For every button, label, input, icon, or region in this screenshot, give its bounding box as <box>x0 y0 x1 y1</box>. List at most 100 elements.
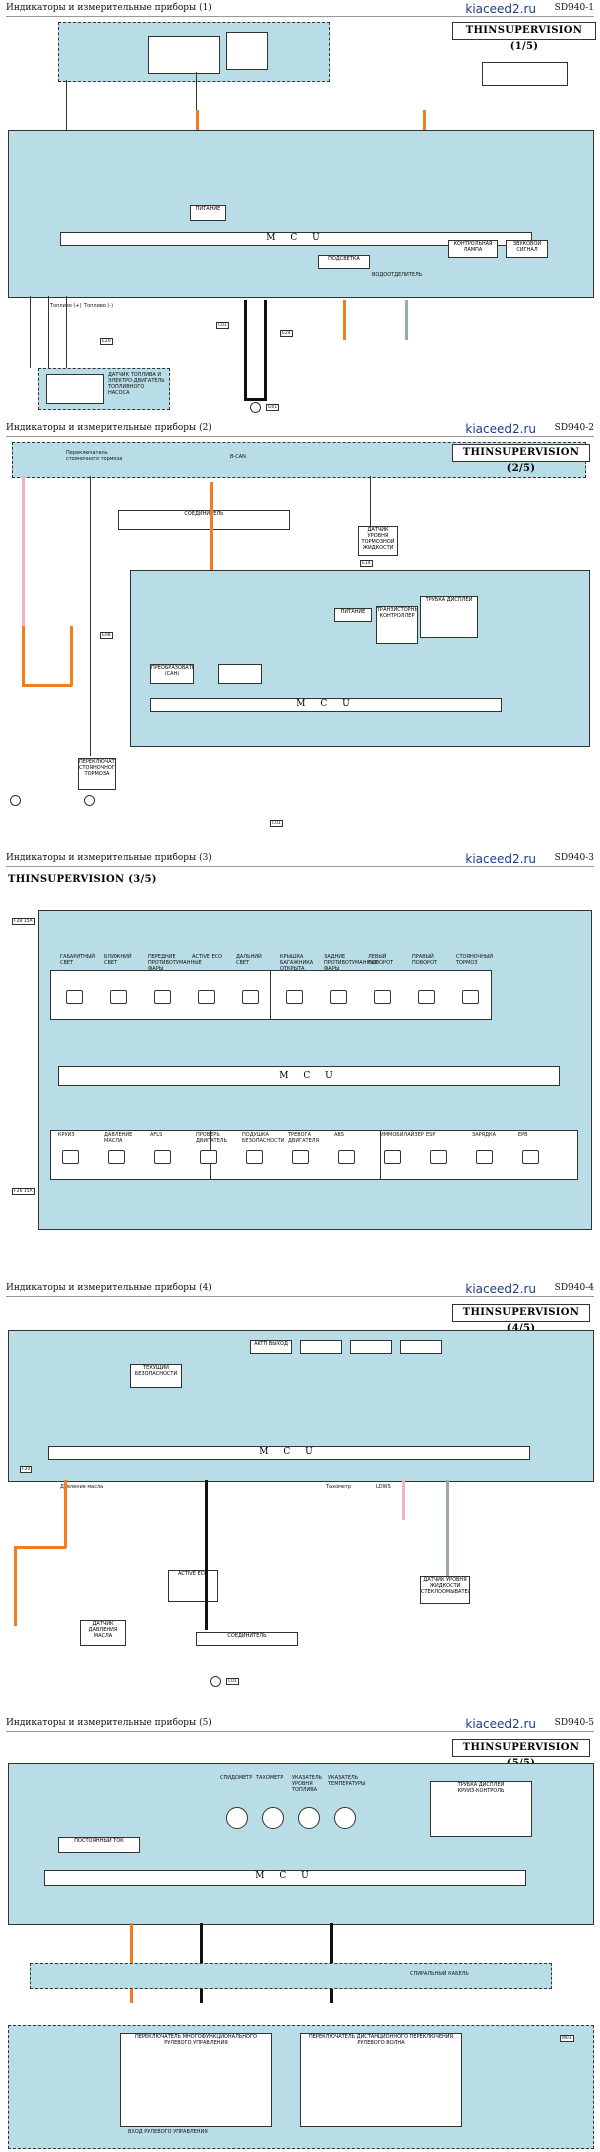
indicator-lamp <box>66 990 83 1004</box>
fuel-sender-box <box>46 374 104 404</box>
display-tube-label: ТРУБКА ДИСПЛЕЙ <box>457 1782 505 1788</box>
aktp-out-1: AKTП ВЫХОД <box>250 1340 292 1354</box>
aktp-out-2 <box>300 1340 342 1354</box>
sheet-4: Индикаторы и измерительные приборы (4) k… <box>0 1280 600 1710</box>
ref-e08: E08 <box>100 632 113 639</box>
sheet-code: SD940-4 <box>554 1283 594 1293</box>
connector-label: СОЕДИНИТЕЛЬ <box>184 511 224 517</box>
audio-box <box>482 62 568 86</box>
indicator-lamp <box>110 990 127 1004</box>
safety-label: ТЕКУЩИЙ БЕЗОПАСНОСТИ <box>134 1365 178 1377</box>
wire-orange <box>64 1480 67 1548</box>
power-box: ПИТАНИЕ <box>190 205 226 221</box>
sheet-header: Индикаторы и измерительные приборы (3) k… <box>6 852 594 867</box>
mcu-block: M C U <box>48 1446 530 1460</box>
multifunction-label: ПЕРЕКЛЮЧАТЕЛЬ МНОГОФУНКЦИОНАЛЬНОГО РУЛЕВ… <box>135 2034 257 2046</box>
sheet-header: Индикаторы и измерительные приборы (5) k… <box>6 1717 594 1732</box>
page-title: THINSUPERVISION (2/5) <box>452 444 590 474</box>
washer-label: ДАТЧИК УРОВНЯ ЖИДКОСТИ СТЕКЛООМЫВАТЕЛЯ <box>421 1577 470 1595</box>
wire-pink <box>22 476 25 626</box>
aktp-out-3 <box>350 1340 392 1354</box>
mcu-block: M C U <box>150 698 502 712</box>
wire-pink <box>402 1480 405 1520</box>
gauge-label: ТАХОМЕТР <box>256 1775 284 1781</box>
page-title: THINSUPERVISION (3/5) <box>8 872 158 888</box>
brake-fluid-label: ДАТЧИК УРОВНЯ ТОРМОЗНОЙ ЖИДКОСТИ <box>361 527 395 551</box>
gauge-dial <box>262 1807 284 1829</box>
indicator-label: ЛЕВЫЙ ПОВОРОТ <box>368 954 394 966</box>
sheet-5: Индикаторы и измерительные приборы (5) k… <box>0 1715 600 2152</box>
ref-fuse-f26: F26 15A <box>12 1188 35 1195</box>
fuel-minus-label: Топливо (-) <box>84 303 114 309</box>
sheet-header: Индикаторы и измерительные приборы (2) k… <box>6 422 594 437</box>
indicator-label: ПРАВЫЙ ПОВОРОТ <box>412 954 438 966</box>
sheet-code: SD940-3 <box>554 853 594 863</box>
backlight-box: ПОДСВЕТКА <box>318 255 370 269</box>
indicator-lamp <box>198 990 215 1004</box>
distribution-box <box>226 32 268 70</box>
mcu-block: M C U <box>44 1870 526 1886</box>
transistor-label: ТРАНЗИСТОРНЫЙ КОНТРОЛЛЕР <box>377 607 417 619</box>
indicator-lamp <box>384 1150 401 1164</box>
indicator-lamp <box>462 990 479 1004</box>
sheet-header-title: Индикаторы и измерительные приборы (1) <box>6 3 212 13</box>
sheet-2: Индикаторы и измерительные приборы (2) k… <box>0 420 600 845</box>
gauge-dial <box>226 1807 248 1829</box>
fuel-sender-label: ДАТЧИК ТОПЛИВА И ЭЛЕКТРО-ДВИГАТЕЛЬ ТОПЛИ… <box>108 372 165 396</box>
indicator-label: ГАБАРИТНЫЙ СВЕТ <box>60 954 96 966</box>
wire <box>48 296 49 368</box>
fuel-plus-label: Топливо (+) <box>50 303 82 309</box>
bcan-label: B-CAN <box>230 454 246 460</box>
power-box: ПИТАНИЕ <box>334 608 372 622</box>
sheet-3: Индикаторы и измерительные приборы (3) k… <box>0 850 600 1275</box>
mcu-block: M C U <box>58 1066 560 1086</box>
indicator-lamp <box>522 1150 539 1164</box>
wire <box>66 80 67 130</box>
aktp-out-4 <box>400 1340 442 1354</box>
site-label: kiaceed2.ru <box>465 852 536 866</box>
ref-c01: C01 <box>216 322 229 329</box>
indicator-label: ЗАРЯДКА <box>472 1132 496 1138</box>
indicator-label: КРУИЗ <box>58 1132 75 1138</box>
indicator-lamp <box>330 990 347 1004</box>
buzzer-box: ЗВУКОВОЙ СИГНАЛ <box>506 240 548 258</box>
converter-label: ПРЕОБРАЗОВАТЕЛЬ (САН) <box>151 665 193 677</box>
eco-switch: ACTIVE ECO <box>168 1570 218 1602</box>
indicator-label: ТРЕВОГА ДВИГАТЕЛЯ <box>288 1132 319 1144</box>
backlight-label: ПОДСВЕТКА <box>328 256 360 262</box>
page-title: THINSUPERVISION (4/5) <box>452 1304 590 1334</box>
ref-e14: E14 <box>360 560 373 567</box>
indicator-label: СТОЯНОЧНЫЙ ТОРМОЗ <box>456 954 493 966</box>
sheet-header-title: Индикаторы и измерительные приборы (3) <box>6 853 212 863</box>
site-label: kiaceed2.ru <box>465 2 536 16</box>
gauge-dial <box>334 1807 356 1829</box>
page-title: THINSUPERVISION (1/5) <box>452 22 596 52</box>
aktp-label: AKTП ВЫХОД <box>254 1341 288 1347</box>
ground <box>10 795 21 806</box>
wire-black <box>205 1480 208 1630</box>
connector-box: СОЕДИНИТЕЛЬ <box>118 510 290 530</box>
site-label: kiaceed2.ru <box>465 1717 536 1731</box>
indicator-lamp <box>374 990 391 1004</box>
cluster-area <box>130 570 590 747</box>
wire <box>30 296 31 368</box>
sheet-header-title: Индикаторы и измерительные приборы (2) <box>6 423 212 433</box>
tach-label: Тахометр <box>326 1484 352 1490</box>
indicator-label: ЗАДНИЕ ПРОТИВОТУМАННЫЕ ФАРЫ <box>324 954 378 972</box>
indicator-lamp <box>430 1150 447 1164</box>
dc-label: ПОСТОЯННЫЙ ТОК <box>74 1838 124 1844</box>
wire <box>90 476 91 756</box>
wire-orange <box>70 626 73 686</box>
ref-f20: F20 <box>20 1466 33 1473</box>
eco-label: ACTIVE ECO <box>177 1571 209 1577</box>
indicator-label: AFLS <box>150 1132 163 1138</box>
wire <box>66 296 67 368</box>
wire-orange <box>210 482 213 570</box>
wire-grey <box>446 1480 449 1576</box>
site-label: kiaceed2.ru <box>465 422 536 436</box>
wire-orange <box>14 1546 17 1626</box>
gauge-label: СПИДОМЕТР <box>220 1775 253 1781</box>
converter-box: ПРЕОБРАЗОВАТЕЛЬ (САН) <box>150 664 194 684</box>
cruise-label: КРУИЗ-КОНТРОЛЬ <box>457 1788 505 1794</box>
brake-fluid-sensor: ДАТЧИК УРОВНЯ ТОРМОЗНОЙ ЖИДКОСТИ <box>358 526 398 556</box>
